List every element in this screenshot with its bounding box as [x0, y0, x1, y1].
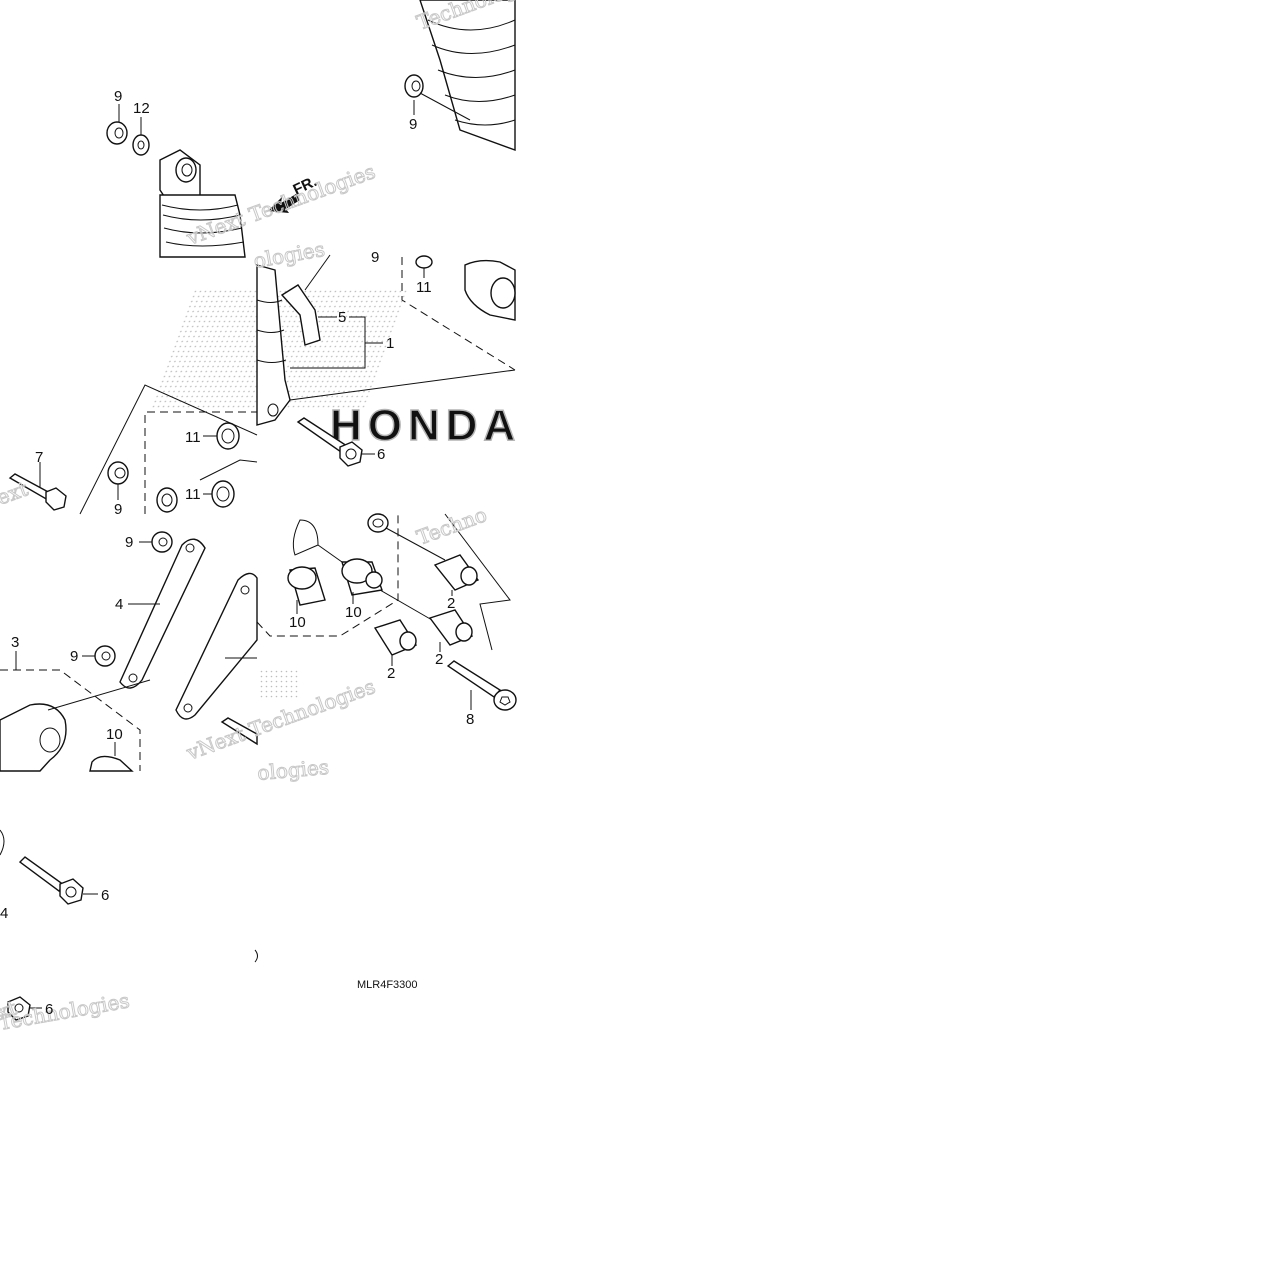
tile-middle: HONDA 9 11	[150, 236, 521, 467]
bolt-part	[296, 417, 363, 467]
callout-1: 1	[386, 335, 394, 352]
callout-11: 11	[416, 279, 432, 296]
callout-8: 8	[466, 711, 474, 728]
brand-watermark: HONDA	[330, 401, 521, 450]
bushing-part	[464, 259, 516, 321]
nut-part	[404, 74, 424, 98]
collar-part	[433, 554, 480, 591]
nut-part	[216, 422, 240, 450]
callout-10: 10	[289, 614, 306, 631]
nut-part	[151, 531, 173, 553]
diagram-code: MLR4F3300	[357, 979, 418, 991]
tile-center: Techno ologies 10 10 2 2 2 8	[256, 502, 517, 785]
callout-10: 10	[106, 726, 123, 743]
callout-2: 2	[447, 595, 455, 612]
callout-6: 6	[377, 446, 385, 463]
washer-part	[132, 134, 150, 156]
callout-10: 10	[345, 604, 362, 621]
nut-part	[106, 121, 128, 145]
shock-absorber-top	[159, 149, 246, 258]
link-plate-part	[119, 538, 206, 689]
bolt-part	[8, 473, 67, 511]
bearing-part	[287, 566, 326, 606]
bearing-part	[341, 558, 383, 596]
callout-7: 7	[35, 449, 43, 466]
watermark-text: Technologies	[0, 988, 131, 1035]
watermark-text: ologies	[256, 755, 330, 785]
callout-2: 2	[387, 665, 395, 682]
callout-11: 11	[185, 486, 201, 503]
callout-4: 4	[115, 596, 123, 613]
bushing-part	[89, 755, 134, 772]
nut-part	[211, 480, 235, 508]
bolt-part	[18, 856, 84, 905]
collar-part	[428, 609, 474, 646]
callout-4: 4	[0, 905, 8, 922]
tile-top-left: FR. vNext Technologies 9 12	[106, 88, 379, 258]
callout-6: 6	[101, 887, 109, 904]
callout-9: 9	[409, 116, 417, 133]
callout-9: 9	[114, 88, 122, 105]
bolt-part	[446, 660, 517, 711]
callout-12: 12	[133, 100, 150, 117]
spring-part	[419, 0, 516, 151]
callout-2: 2	[435, 651, 443, 668]
tile-top-right: Technologies 9	[404, 0, 547, 151]
callout-9: 9	[125, 534, 133, 551]
callout-6: 6	[45, 1001, 53, 1018]
link-plate-part	[175, 572, 258, 720]
callout-5: 5	[338, 309, 346, 326]
nut-part	[156, 487, 178, 513]
callout-9: 9	[371, 249, 379, 266]
nut-part	[107, 461, 129, 485]
nut-part	[94, 645, 116, 667]
callout-3: 3	[11, 634, 19, 651]
arm-part	[0, 703, 67, 772]
collar-part	[373, 619, 418, 656]
bearing-part	[367, 513, 389, 533]
bolt-part	[7, 996, 31, 1021]
label-part	[280, 284, 321, 346]
callout-9: 9	[114, 501, 122, 518]
callout-9: 9	[70, 648, 78, 665]
callout-11: 11	[185, 429, 201, 446]
tile-lower-left: xt Technologies 6 4 6	[0, 829, 258, 1035]
watermark-text: Techno	[414, 502, 490, 549]
tile-center-left: vNext Technologies 9 4 9 3 10	[0, 531, 379, 772]
watermark-text: ologies	[252, 237, 327, 273]
